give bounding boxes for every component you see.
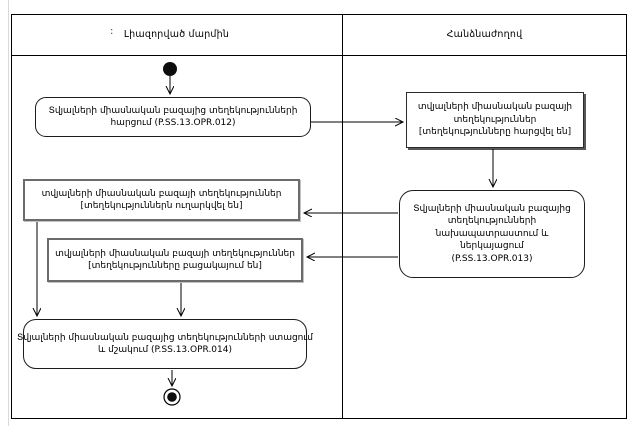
object-box-info-requested: տվյալների միասնական բազայի տեղեկությունն… xyxy=(406,92,584,148)
scan-artifact-line xyxy=(8,0,9,426)
lane-divider xyxy=(342,14,343,419)
activity-box-receive-line: և մշակում (P.SS.13.OPR.014) xyxy=(98,345,232,355)
activity-box-receive: Տվյալների միասնական բազայից տեղեկություն… xyxy=(17,319,313,369)
lane-header-left: : Լիազորված մարմին xyxy=(11,14,342,55)
activity-box-request-line: հարցում (P.SS.13.OPR.012) xyxy=(110,118,236,128)
lane-header-right-label: Հանձնաժողով xyxy=(446,29,523,40)
diagram-frame xyxy=(11,14,627,419)
object-box-info-sent: տվյալների միասնական բազայի տեղեկությունն… xyxy=(23,179,300,221)
activity-box-prepare-line: ներկայացում xyxy=(460,241,524,252)
lane-header-left-label: Լիազորված մարմին xyxy=(123,29,230,40)
object-box-info-sent-line: [տեղեկություններն ուղարկվել են] xyxy=(80,201,243,211)
object-box-info-missing-line: [տեղեկությունները բացակայում են] xyxy=(88,261,262,271)
lane-header-right: Հանձնաժողով xyxy=(342,14,627,55)
lane-header-row: : Լիազորված մարմին Հանձնաժողով xyxy=(11,14,627,56)
activity-box-request-line: Տվյալների միասնական բազայից տեղեկություն… xyxy=(48,105,298,116)
activity-box-prepare-line: նախապատրաստում և xyxy=(435,228,549,239)
activity-box-prepare: Տվյալների միասնական բազայից տեղեկություն… xyxy=(399,190,585,278)
object-box-info-requested-line: [տեղեկությունները հարցվել են] xyxy=(418,127,572,138)
activity-box-prepare-line: Տվյալների միասնական բազայից xyxy=(413,203,571,214)
object-box-info-requested-line: տվյալների միասնական բազայի xyxy=(417,102,573,113)
activity-box-request: Տվյալների միասնական բազայից տեղեկություն… xyxy=(35,97,311,137)
object-box-info-requested-line: տեղեկություններ xyxy=(453,114,537,125)
object-box-info-missing-line: տվյալների միասնական բազայի տեղեկությունն… xyxy=(55,248,295,259)
activity-box-receive-line: Տվյալների միասնական բազայից տեղեկություն… xyxy=(17,332,313,343)
activity-box-prepare-line: տեղեկությունների xyxy=(447,216,537,227)
lane-header-prefix: : xyxy=(110,26,114,37)
activity-box-prepare-line: (P.SS.13.OPR.013) xyxy=(451,253,533,264)
object-box-info-sent-line: տվյալների միասնական բազայի տեղեկությունն… xyxy=(41,188,282,199)
object-box-info-missing: տվյալների միասնական բազայի տեղեկությունն… xyxy=(47,238,303,282)
